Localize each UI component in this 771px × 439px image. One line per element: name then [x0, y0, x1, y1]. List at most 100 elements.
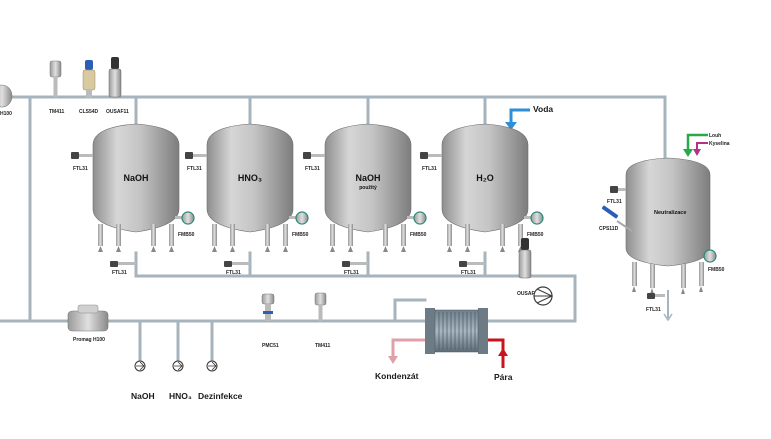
tank-body: [206, 123, 294, 233]
neutral-level-sensor-top: FTL31: [607, 186, 626, 205]
tank-title: NaOH: [123, 173, 148, 183]
tank-pressure-sensor: FMB50: [175, 211, 195, 238]
tank-leg: [151, 224, 156, 246]
pump-hno3-label: HNO₃: [169, 391, 192, 401]
tank-level-sensor-bottom: FTL31: [224, 261, 250, 276]
neutral-tank: Neutralizace FTL31 CPS11D FMB50 FTL31: [599, 157, 725, 322]
tank-pressure-sensor: FMB50: [407, 211, 427, 238]
top-instrument-turbidity: OUSAF11: [106, 57, 129, 115]
tank-foot: [500, 246, 505, 252]
chem-inlets: Louh Kyselina: [683, 133, 730, 157]
tank-foot: [330, 246, 335, 252]
edge-instrument-label: H100: [0, 111, 12, 117]
flowmeter-label: Promag H100: [73, 337, 105, 343]
svg-text:FMB50: FMB50: [527, 232, 544, 238]
line-turbidity-label: OUSAF11: [517, 291, 540, 297]
tank-body: [324, 123, 412, 233]
top-instrument-temp: TM411: [49, 60, 65, 115]
tank-foot: [230, 246, 235, 252]
tank-level-sensor-top: FTL31: [420, 152, 442, 172]
top-conductivity-label: CLS54D: [79, 109, 99, 115]
tank-leg: [330, 224, 335, 246]
line-temp-label: TM411: [315, 343, 331, 349]
svg-text:CPS11D: CPS11D: [599, 226, 619, 232]
tank-leg: [447, 224, 452, 246]
tank-foot: [116, 246, 121, 252]
steam-label: Pára: [494, 372, 513, 382]
tank-leg: [383, 224, 388, 246]
tank-foot: [169, 246, 174, 252]
tank-level-sensor-top: FTL31: [71, 152, 93, 172]
tank-foot: [212, 246, 217, 252]
circulation-pump: [533, 286, 554, 306]
svg-text:FTL31: FTL31: [461, 270, 476, 276]
tank-leg: [401, 224, 406, 246]
tank-level-sensor-bottom: FTL31: [342, 261, 368, 276]
tank-foot: [265, 246, 270, 252]
dosing-pump-naoh: NaOH: [131, 360, 155, 401]
line-turbidity-sensor: OUSAF11: [517, 238, 540, 297]
tank-leg: [465, 224, 470, 246]
tank-level-sensor-bottom: FTL31: [459, 261, 485, 276]
tank-leg: [348, 224, 353, 246]
tank-foot: [283, 246, 288, 252]
water-inlet-label: Voda: [533, 104, 553, 114]
tank-subtitle: použitý: [359, 185, 377, 191]
svg-text:FTL31: FTL31: [422, 166, 437, 172]
svg-text:FMB50: FMB50: [410, 232, 427, 238]
svg-text:FMB50: FMB50: [292, 232, 309, 238]
tank-foot: [383, 246, 388, 252]
condensate-label: Kondenzát: [375, 371, 419, 381]
lye-inlet-label: Louh: [709, 133, 721, 139]
svg-text:FMB50: FMB50: [708, 267, 725, 273]
line-temp-sensor: TM411: [314, 292, 331, 349]
pump-naoh-label: NaOH: [131, 391, 155, 401]
tank-level-sensor-top: FTL31: [185, 152, 207, 172]
tank-leg: [500, 224, 505, 246]
tank-title: H₂O: [476, 173, 494, 183]
tank-title: NaOH: [355, 173, 380, 183]
neutral-pressure-sensor: FMB50: [703, 249, 725, 273]
tank-foot: [401, 246, 406, 252]
svg-text:FTL31: FTL31: [112, 270, 127, 276]
tank-foot: [465, 246, 470, 252]
tank-group: NaOHFTL31FMB50FTL31HNO₃FTL31FMB50FTL31Na…: [71, 123, 544, 276]
tank-pressure-sensor: FMB50: [289, 211, 309, 238]
tank-leg: [98, 224, 103, 246]
svg-text:FMB50: FMB50: [178, 232, 195, 238]
tank-pressure-sensor: FMB50: [524, 211, 544, 238]
pressure-label: PMC51: [262, 343, 279, 349]
top-temp-label: TM411: [49, 109, 65, 115]
edge-instrument: H100: [0, 84, 13, 117]
tank-foot: [98, 246, 103, 252]
tank-title: HNO₃: [238, 173, 262, 183]
heat-exchanger: Kondenzát Pára: [375, 308, 513, 382]
tank-leg: [230, 224, 235, 246]
hx-in-pipe: [393, 298, 427, 323]
svg-text:FTL31: FTL31: [226, 270, 241, 276]
svg-text:FTL31: FTL31: [344, 270, 359, 276]
svg-text:FTL31: FTL31: [607, 199, 622, 205]
bottom-return-pipe: [0, 288, 577, 323]
tank-leg: [116, 224, 121, 246]
flowmeter: Promag H100: [67, 304, 109, 343]
tank-leg: [518, 224, 523, 246]
dosing-pump-hno3: HNO₃: [169, 360, 192, 401]
tank-level-sensor-bottom: FTL31: [110, 261, 136, 276]
pump-disinfection-label: Dezinfekce: [198, 391, 243, 401]
tank-body: [92, 123, 180, 233]
tank-body: [441, 123, 529, 233]
tank-foot: [348, 246, 353, 252]
tank-leg: [283, 224, 288, 246]
tank-leg: [212, 224, 217, 246]
neutral-ph-probe: CPS11D: [599, 205, 633, 232]
svg-text:FTL31: FTL31: [73, 166, 88, 172]
pipe-network: [0, 95, 667, 362]
svg-text:FTL31: FTL31: [305, 166, 320, 172]
tank-foot: [151, 246, 156, 252]
tank-leg: [169, 224, 174, 246]
